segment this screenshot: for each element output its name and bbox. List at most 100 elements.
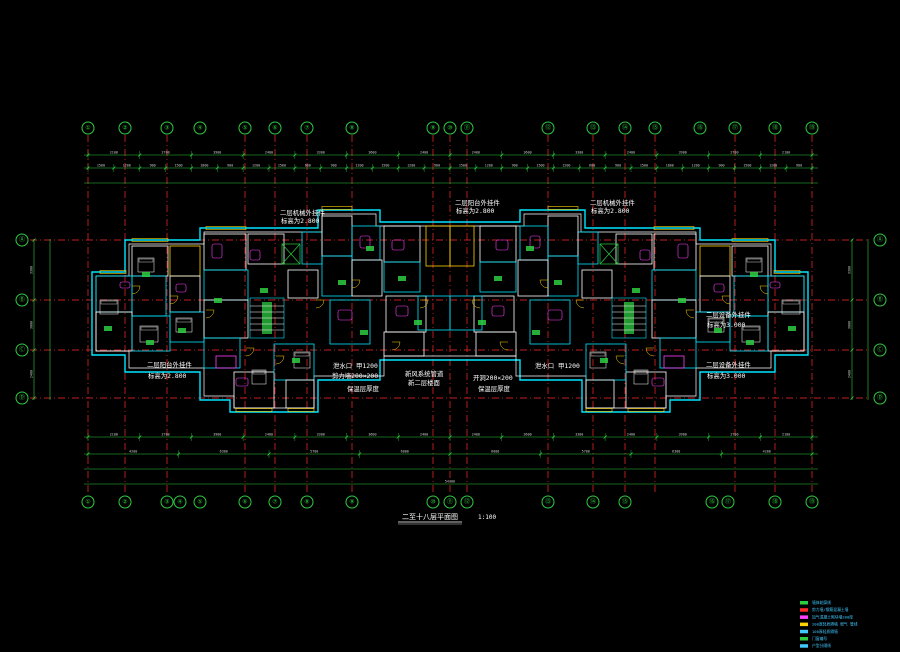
dimension-text: 3900 xyxy=(679,150,687,154)
pillow-icon xyxy=(138,258,154,263)
dimension-text: 1200 xyxy=(562,163,570,167)
axis-bubble: Ⓒ xyxy=(873,343,887,357)
axis-bubble: ② xyxy=(118,121,132,135)
room-outline xyxy=(585,379,615,409)
axis-bubble: ① xyxy=(81,121,95,135)
dimension-text: 1200 xyxy=(355,163,363,167)
room-partitions xyxy=(95,206,805,412)
axis-bubble-circle xyxy=(728,121,742,135)
dimension-text: 1200 xyxy=(692,163,700,167)
axis-bubble-label: ⑧ xyxy=(304,499,309,506)
axis-bubble-circle xyxy=(345,495,359,509)
axis-bubble-circle xyxy=(118,495,132,509)
axis-bubble-circle xyxy=(460,121,474,135)
window-strip xyxy=(235,408,273,412)
axis-bubble-circle xyxy=(768,495,782,509)
axis-bubble-label: ⑱ xyxy=(772,498,778,506)
axis-bubble: ⑪ xyxy=(460,121,474,135)
axis-bubble-circle xyxy=(460,495,474,509)
axis-bubble: ⑥ xyxy=(238,495,252,509)
axis-bubble-circle xyxy=(118,121,132,135)
dimension-text: 900 xyxy=(796,163,802,167)
axis-bubble-circle xyxy=(873,343,887,357)
bed-icon xyxy=(137,257,155,273)
room-outline xyxy=(385,295,427,333)
dimension-text: 5700 xyxy=(582,449,590,453)
axis-bubble-label: ⑫ xyxy=(464,498,470,506)
axis-bubble-label: ⑲ xyxy=(809,498,815,506)
room-outline xyxy=(131,275,167,317)
axis-bubble: ⑲ xyxy=(805,495,819,509)
room-tag-icon xyxy=(178,328,186,333)
legend-swatch xyxy=(800,622,808,627)
bathroom-fixture-icon xyxy=(235,377,249,387)
annotation-text: 保温层厚度 xyxy=(347,384,380,393)
annotation-text: 二层设备外挂件 xyxy=(706,310,751,319)
annotations: 二层机械外挂件 标高为2.800 二层阳台外挂件 标高为2.800 二层机械外挂… xyxy=(147,198,751,393)
dimension-text: 900 xyxy=(331,163,337,167)
room-outline xyxy=(731,245,769,277)
annotation-text: 二层阳台外挂件 xyxy=(455,198,500,207)
dimension-text: 3900 xyxy=(213,432,221,436)
axis-bubble-circle xyxy=(873,233,887,247)
dimension-text: 900 xyxy=(512,163,518,167)
axis-bubble: ③ xyxy=(160,121,174,135)
room-outline xyxy=(203,269,249,301)
dimension-text: 1800 xyxy=(200,163,208,167)
axis-bubble-circle xyxy=(81,495,95,509)
pillow-icon xyxy=(634,370,648,375)
axis-bubble-label: ⑲ xyxy=(809,124,815,132)
annotation-text: 剪力墙200×200 xyxy=(332,371,378,380)
axis-bubble: ⑩ xyxy=(443,121,457,135)
axis-bubble: ② xyxy=(118,495,132,509)
room-tag-icon xyxy=(338,280,346,285)
room-tag-icon xyxy=(292,358,300,363)
room-outline xyxy=(475,331,517,357)
room-tag-icon xyxy=(526,246,534,251)
room-outline xyxy=(479,261,517,293)
dimension-text: 6000 xyxy=(401,449,409,453)
room-outline xyxy=(131,315,171,352)
room-outline xyxy=(519,225,549,261)
room-outline xyxy=(767,275,805,313)
axis-bubble-circle xyxy=(193,495,207,509)
bed-icon xyxy=(139,325,159,343)
axis-bubble-circle xyxy=(15,233,29,247)
pillow-icon xyxy=(140,326,158,331)
bathroom-fixture-icon xyxy=(713,283,725,293)
dimension-text: 3900 xyxy=(679,432,687,436)
axis-bubble: ⑱ xyxy=(768,121,782,135)
dimension-text: 6000 xyxy=(491,449,499,453)
legend-swatch xyxy=(800,608,808,612)
annotation-text: 标高为3.000 xyxy=(707,320,746,329)
axis-bubble-label: ⑮ xyxy=(652,124,658,132)
dimension-text: 2400 xyxy=(472,150,480,154)
axis-bubble: ① xyxy=(81,495,95,509)
axis-bubble-circle xyxy=(648,121,662,135)
door-swing-icon xyxy=(615,355,625,365)
dimension-tick xyxy=(850,238,854,242)
axis-bubble-label: Ⓓ xyxy=(877,394,883,402)
annotation-text: 标高为2.800 xyxy=(591,206,630,215)
axis-bubble: Ⓑ xyxy=(873,293,887,307)
axis-bubble: ⑮ xyxy=(648,121,662,135)
dimension-text: 2700 xyxy=(161,150,169,154)
axis-bubble-label: ⑭ xyxy=(622,124,628,132)
axis-bubble: ⑲ xyxy=(805,121,819,135)
stair-left xyxy=(249,297,285,339)
axis-bubble-label: Ⓐ xyxy=(877,236,883,244)
dimension-ticks xyxy=(32,151,854,458)
dimension-text: 2700 xyxy=(730,432,738,436)
dimension-tick xyxy=(850,298,854,302)
room-outline xyxy=(449,225,475,267)
door-swing-icon xyxy=(539,279,549,289)
room-tag-icon xyxy=(600,358,608,363)
legend-text: 200厚轻质隔墙 燃气 管线 xyxy=(812,622,858,627)
room-outline xyxy=(169,275,201,313)
bathroom-fixture-icon xyxy=(651,377,665,387)
room-outline xyxy=(547,215,579,257)
room-outline xyxy=(329,299,371,345)
window-strip xyxy=(653,226,695,230)
bed-icon xyxy=(251,369,267,385)
